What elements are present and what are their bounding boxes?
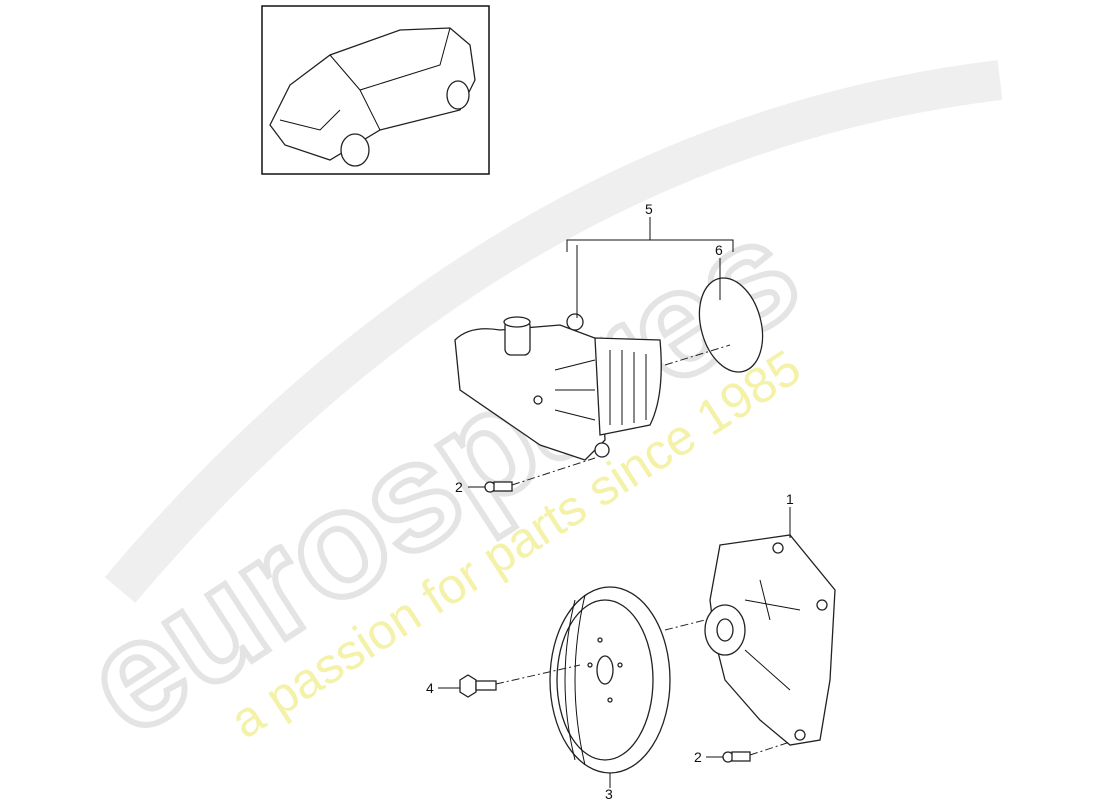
callout-4: 4	[426, 680, 434, 696]
pulley	[549, 586, 671, 774]
callout-2-lower: 2	[694, 749, 702, 765]
callout-5: 5	[645, 201, 653, 217]
thermostat-housing	[454, 313, 662, 461]
bolt-lower	[722, 741, 791, 763]
o-ring	[698, 277, 764, 373]
callout-3: 3	[605, 786, 613, 800]
callout-1: 1	[786, 491, 794, 507]
callout-2-upper: 2	[455, 479, 463, 495]
water-pump	[704, 534, 836, 746]
callout-leaders	[438, 217, 791, 788]
callout-6: 6	[715, 242, 723, 258]
vehicle-thumbnail	[261, 5, 490, 175]
pulley-bolt	[459, 664, 581, 698]
